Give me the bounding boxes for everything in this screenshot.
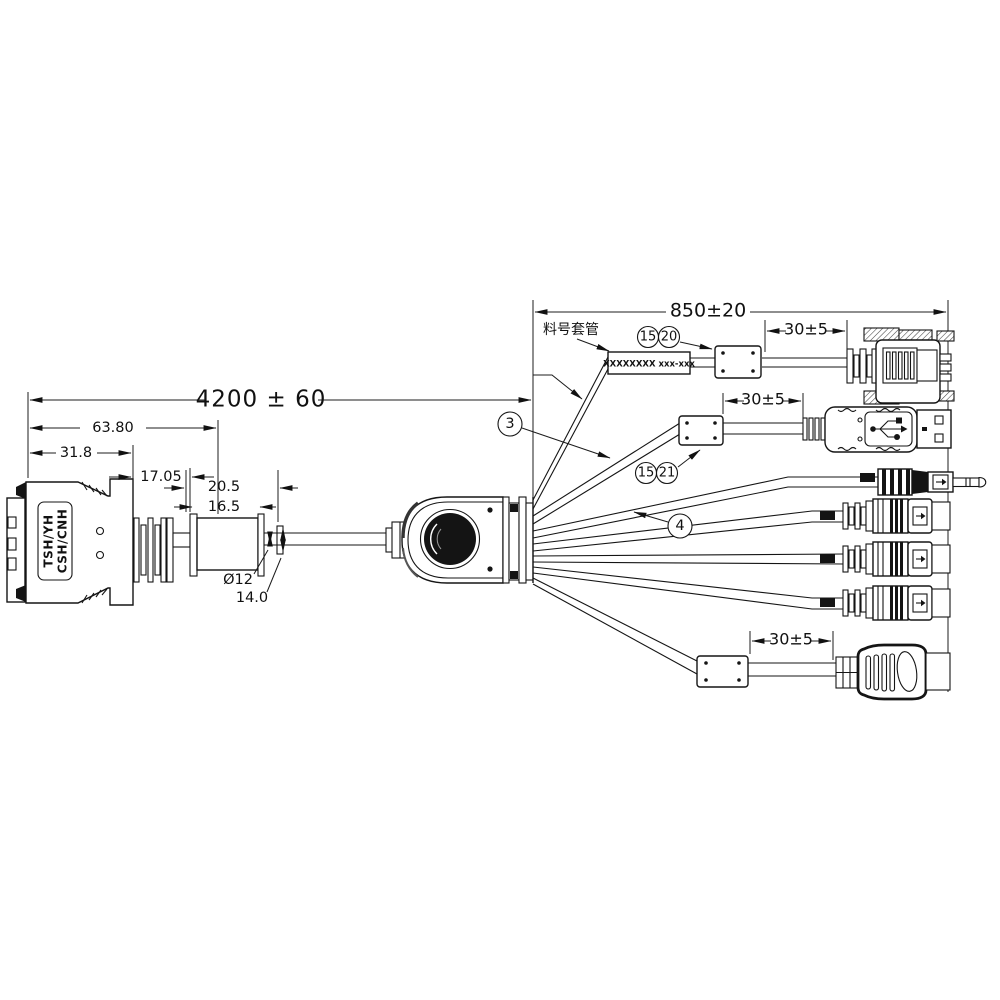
cable-clamp-ring — [276, 525, 284, 555]
svg-text:14.0: 14.0 — [236, 590, 268, 606]
ferrite-bead-hdmi — [696, 655, 749, 688]
audio-cable — [532, 476, 879, 539]
svg-text:20.5: 20.5 — [208, 479, 240, 495]
leader-to-vga-cable — [533, 374, 583, 400]
svg-text:4: 4 — [675, 518, 684, 534]
audio-jack — [860, 468, 987, 496]
screw-dot — [857, 417, 863, 423]
dim-breakout-length: 850±20 — [534, 300, 947, 322]
screw-hole — [95, 550, 105, 560]
vga-pin — [939, 363, 952, 372]
connector-model-text-2: CSH/CNH — [56, 509, 70, 574]
hub-screw — [487, 507, 493, 513]
pin — [7, 516, 17, 529]
direction-arrow-icon — [942, 478, 947, 486]
usb-cable — [532, 422, 804, 525]
usb-connector — [802, 406, 952, 453]
rca-connector-3 — [819, 585, 951, 621]
cable-cylinder — [196, 517, 259, 571]
breakout-cables — [532, 356, 879, 677]
part-number-sleeve — [607, 351, 691, 375]
rca-cable-3 — [532, 566, 844, 610]
hub-screw — [487, 566, 493, 572]
dim-14-0: 14.0 — [236, 527, 286, 606]
hdmi-cable — [532, 577, 837, 677]
ferrite-bead-usb — [678, 415, 724, 446]
pin — [7, 537, 17, 551]
pin — [7, 557, 17, 571]
dim-31-8: 31.8 — [29, 445, 134, 480]
callout-4: 4 — [633, 511, 693, 539]
vga-cable — [532, 356, 848, 510]
dim-20-5: 20.5 — [164, 470, 298, 522]
callout-1520: 15 20 — [636, 325, 713, 350]
latch-clip — [16, 482, 26, 499]
svg-text:16.5: 16.5 — [208, 499, 240, 515]
svg-text:Ø12: Ø12 — [223, 572, 253, 588]
connector-model-text-1: TSH/YH — [42, 515, 56, 568]
rca-connector-1 — [819, 498, 951, 534]
svg-text:21: 21 — [659, 466, 676, 481]
dim-total-length: 4200 ± 60 — [27, 387, 532, 478]
screw-dot — [857, 436, 863, 442]
hdmi-oval — [896, 651, 918, 692]
rca-cable-2 — [532, 553, 845, 565]
svg-text:20: 20 — [661, 330, 678, 345]
dim-17-05: 17.05 — [109, 468, 214, 512]
dim-16-5: 16.5 — [174, 499, 276, 515]
svg-text:15: 15 — [638, 466, 655, 481]
dvi-connector: TSH/YH CSH/CNH — [6, 478, 134, 606]
callout-3: 3 — [497, 411, 611, 459]
dim-total-text: 4200 ± 60 — [196, 387, 327, 413]
connector-label-plate — [37, 501, 73, 581]
svg-text:30±5: 30±5 — [741, 390, 785, 409]
cable-marker — [860, 473, 875, 482]
vga-pin — [939, 353, 952, 362]
svg-text:3: 3 — [505, 416, 514, 432]
usb-trident-icon — [870, 417, 908, 440]
hub-shading — [401, 501, 420, 539]
thumbscrew-top — [863, 327, 900, 342]
dim-offset-vga: 30±5 — [764, 320, 848, 352]
jack-collar — [912, 470, 928, 494]
vga-pin — [939, 373, 952, 382]
svg-text:30±5: 30±5 — [769, 630, 813, 649]
svg-text:31.8: 31.8 — [60, 445, 92, 461]
part-number-text: XXXXXXXX xxx-xxx — [603, 360, 695, 370]
hub-emblem — [424, 513, 476, 565]
screw-hole — [95, 526, 105, 536]
rca-connector-2 — [819, 541, 951, 577]
svg-text:63.80: 63.80 — [92, 420, 134, 436]
grip-texture — [81, 481, 108, 604]
svg-text:30±5: 30±5 — [784, 320, 828, 339]
sleeve-note-text: 料号套管 — [543, 322, 599, 338]
hdmi-connector — [835, 643, 951, 701]
dim-63-80: 63.80 — [29, 420, 219, 514]
svg-text:17.05: 17.05 — [140, 469, 182, 485]
dim-dia-12: Ø12 — [223, 531, 273, 588]
dim-offset-hdmi: 30±5 — [749, 630, 834, 660]
left-strain-relief — [133, 513, 392, 583]
breakout-hub — [385, 496, 534, 584]
ferrite-bead-vga — [714, 345, 762, 379]
svg-text:15: 15 — [640, 330, 657, 345]
callout-1521: 15 21 — [634, 449, 701, 485]
vga-connector — [846, 327, 955, 405]
jack-tip — [978, 476, 987, 488]
dim-offset-usb: 30±5 — [722, 390, 804, 426]
latch-clip — [16, 585, 26, 602]
dim-breakout-text: 850±20 — [670, 300, 746, 322]
sleeve-note: 料号套管 — [543, 322, 610, 352]
